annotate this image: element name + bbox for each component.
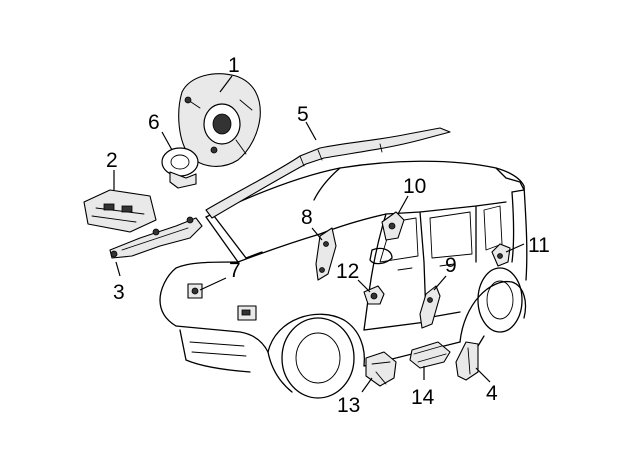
callout-5: 5 bbox=[297, 103, 309, 126]
front-impact-sensor-right bbox=[237, 305, 257, 321]
curtain-airbag bbox=[205, 127, 451, 219]
rear-door-sensor bbox=[419, 285, 441, 329]
callout-1: 1 bbox=[228, 54, 240, 77]
callout-10: 10 bbox=[403, 175, 426, 198]
clock-spring bbox=[161, 147, 199, 189]
callout-9: 9 bbox=[445, 254, 457, 277]
callout-2: 2 bbox=[106, 149, 118, 172]
callout-12: 12 bbox=[336, 260, 359, 283]
seatbelt-pretensioner bbox=[455, 335, 485, 381]
side-curtain-sensor bbox=[315, 227, 337, 281]
callout-8: 8 bbox=[301, 206, 313, 229]
callout-3: 3 bbox=[113, 281, 125, 304]
callout-7: 7 bbox=[229, 259, 241, 282]
sensor-bracket bbox=[365, 351, 397, 387]
passenger-airbag-module bbox=[83, 189, 157, 233]
callout-11: 11 bbox=[528, 234, 550, 257]
callout-6: 6 bbox=[148, 111, 160, 134]
knee-airbag-bracket bbox=[109, 216, 203, 259]
callout-labels: 1 2 3 4 5 6 7 8 9 10 11 12 13 14 bbox=[106, 54, 550, 417]
front-impact-sensor-left bbox=[187, 283, 203, 299]
leader-lines bbox=[113, 75, 525, 393]
seat-side-airbag bbox=[381, 211, 405, 241]
airbag-control-module bbox=[409, 341, 451, 369]
callout-13: 13 bbox=[337, 394, 360, 417]
callout-14: 14 bbox=[411, 386, 435, 409]
callout-4: 4 bbox=[486, 382, 498, 405]
rear-side-sensor bbox=[491, 243, 511, 267]
